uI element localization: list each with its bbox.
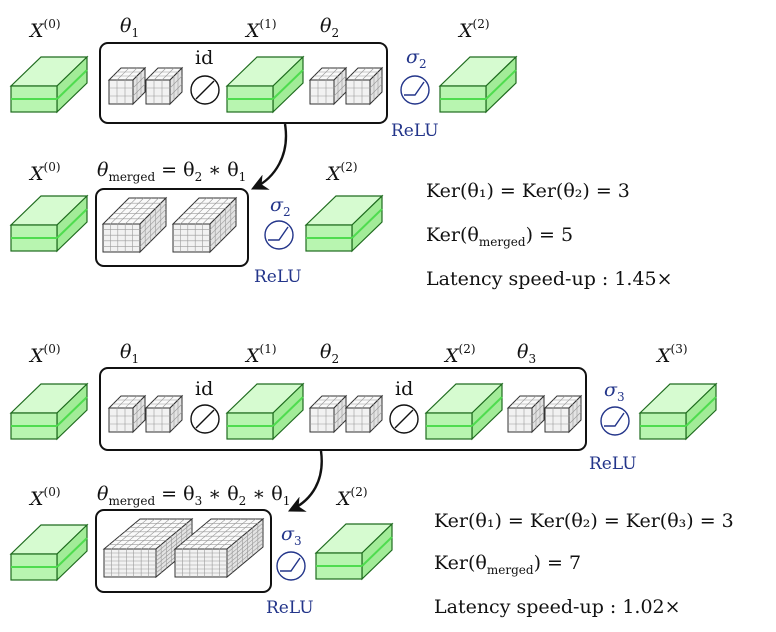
tensor-x2-b [424, 382, 504, 441]
merged-kernel-a-b [102, 517, 194, 579]
merged-relu-label-b: ReLU [266, 598, 314, 618]
tensor-x0 [9, 55, 89, 114]
merged-activation-label-sigma3: σ3 [281, 523, 302, 548]
merged-tensor-label-x0-b: X(0) [28, 485, 61, 510]
identity-icon-2 [389, 404, 419, 434]
kernel-theta1-a-b [107, 394, 147, 434]
tensor-label-x1-b: X(1) [244, 342, 277, 367]
merge-arrow-1 [250, 123, 288, 190]
tensor-label-x0: X(0) [28, 17, 61, 42]
tensor-label-x2: X(2) [457, 17, 490, 42]
tensor-label-x0-b: X(0) [28, 342, 61, 367]
kernel-label-theta3: θ3 [517, 341, 536, 366]
merged-tensor-x2-b [314, 522, 394, 581]
kernel-theta1-b-b [144, 394, 184, 434]
latency-speedup-text: Latency speed-up : 1.45× [426, 268, 673, 290]
tensor-label-x1: X(1) [244, 17, 277, 42]
kernel-theta1-a [107, 66, 147, 106]
relu-icon [400, 75, 430, 105]
kernel-theta2-b [344, 66, 384, 106]
kernel-size-equation-b: Ker(θ₁) = Ker(θ₂) = Ker(θ₃) = 3 [434, 510, 734, 532]
activation-label-sigma2: σ2 [406, 46, 427, 71]
merged-kernel-size-equation-b: Ker(θmerged) = 7 [434, 552, 581, 577]
merged-kernel-b-b [173, 517, 265, 579]
merged-tensor-x2 [304, 194, 384, 253]
identity-label: id [195, 47, 213, 69]
tensor-x1 [225, 55, 305, 114]
kernel-theta2-a [308, 66, 348, 106]
merged-kernel-size-equation: Ker(θmerged) = 5 [426, 224, 573, 249]
kernel-theta2-b-b [344, 394, 384, 434]
kernel-label-theta1: θ1 [120, 15, 139, 40]
identity-label-1: id [195, 378, 213, 400]
kernel-theta2-a-b [308, 394, 348, 434]
tensor-x0-b [9, 382, 89, 441]
merged-tensor-x0-b [9, 523, 89, 582]
tensor-label-x2-b: X(2) [443, 342, 476, 367]
merged-kernel-a [101, 196, 168, 254]
merged-kernel-b [171, 196, 238, 254]
kernel-label-theta2: θ2 [320, 15, 339, 40]
conv-block-box [99, 42, 388, 124]
merged-kernel-expression: θmerged = θ2 ∗ θ1 [97, 159, 246, 184]
merged-activation-label-sigma2: σ2 [270, 194, 291, 219]
merged-tensor-x0 [9, 194, 89, 253]
tensor-x2 [438, 55, 518, 114]
merge-arrow-2 [287, 450, 323, 512]
merged-tensor-label-x2-b: X(2) [335, 485, 368, 510]
kernel-size-equation: Ker(θ₁) = Ker(θ₂) = 3 [426, 180, 630, 202]
merged-relu-label: ReLU [254, 267, 302, 287]
merged-relu-icon-b [276, 551, 306, 581]
merged-tensor-label-x0: X(0) [28, 160, 61, 185]
relu-icon-b [600, 406, 630, 436]
kernel-label-theta2-b: θ2 [320, 341, 339, 366]
identity-icon [190, 75, 220, 105]
latency-speedup-text-b: Latency speed-up : 1.02× [434, 596, 681, 618]
tensor-label-x3: X(3) [655, 342, 688, 367]
relu-label: ReLU [391, 121, 439, 141]
activation-label-sigma3: σ3 [604, 379, 625, 404]
merged-conv-box [95, 188, 249, 267]
tensor-x3 [638, 382, 718, 441]
kernel-theta3-b [543, 394, 583, 434]
identity-label-2: id [395, 378, 413, 400]
conv-block-box-b [99, 367, 587, 451]
merged-conv-box-b [95, 509, 272, 593]
identity-icon-1 [190, 404, 220, 434]
kernel-theta1-b [144, 66, 184, 106]
merged-relu-icon [264, 220, 294, 250]
merged-kernel-expression-b: θmerged = θ3 ∗ θ2 ∗ θ1 [97, 483, 290, 508]
merged-tensor-label-x2: X(2) [325, 160, 358, 185]
tensor-x1-b [225, 382, 305, 441]
relu-label-b: ReLU [589, 454, 637, 474]
kernel-theta3-a [506, 394, 546, 434]
kernel-label-theta1-b: θ1 [120, 341, 139, 366]
